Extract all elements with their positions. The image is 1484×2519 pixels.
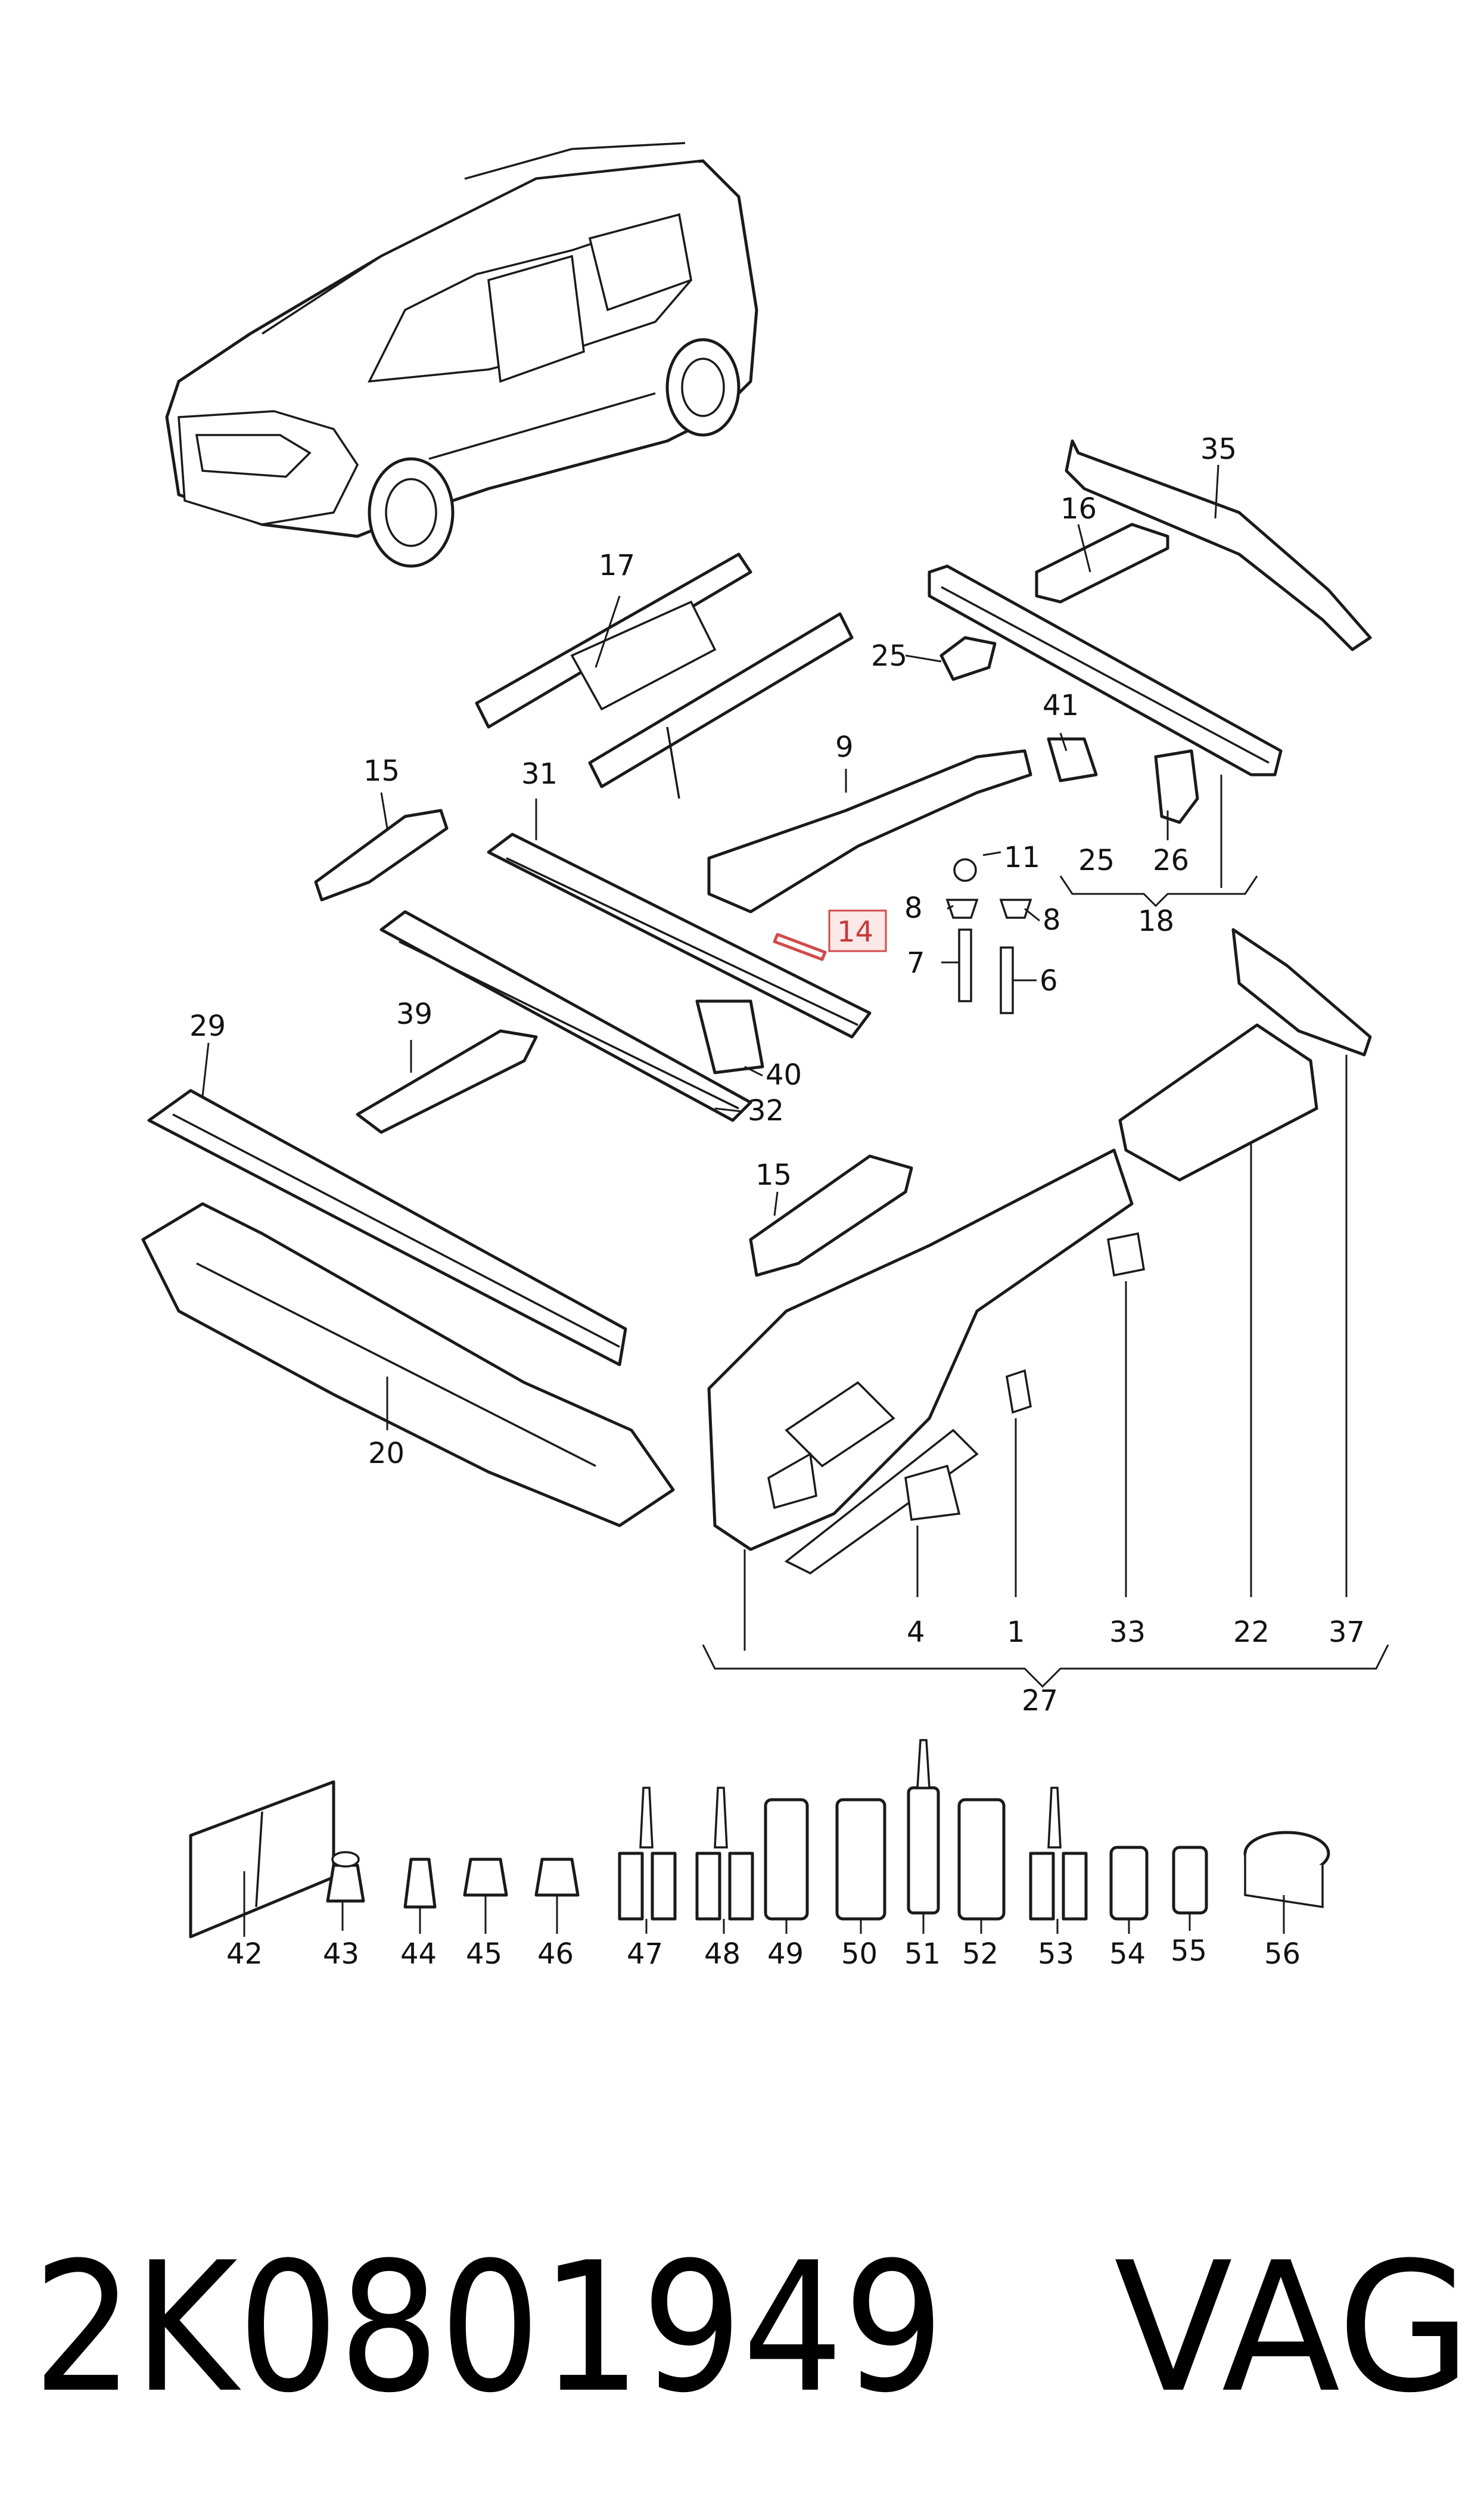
label-55: 55 <box>1171 1934 1207 1968</box>
label-4: 4 <box>907 1616 925 1649</box>
label-7: 7 <box>907 946 925 980</box>
vehicle-illustration <box>165 142 758 568</box>
label-32: 32 <box>748 1094 784 1128</box>
brand-name: VAG <box>1114 2224 1471 2432</box>
label-42: 42 <box>226 1937 263 1971</box>
label-39: 39 <box>396 998 433 1031</box>
label-56: 56 <box>1264 1937 1301 1971</box>
label-26: 26 <box>1153 844 1189 877</box>
label-35: 35 <box>1200 433 1237 466</box>
consumables-row <box>189 1739 1330 1939</box>
label-17: 17 <box>599 549 635 582</box>
label-50: 50 <box>841 1937 878 1971</box>
label-37: 37 <box>1329 1616 1365 1649</box>
label-16: 16 <box>1060 492 1097 526</box>
label-8b: 8 <box>1043 903 1061 937</box>
label-47: 47 <box>627 1937 663 1971</box>
label-44: 44 <box>400 1937 437 1971</box>
label-15a: 15 <box>363 754 400 788</box>
label-49: 49 <box>767 1937 804 1971</box>
label-52: 52 <box>962 1937 998 1971</box>
label-40: 40 <box>766 1058 802 1092</box>
label-18: 18 <box>1138 905 1174 938</box>
part-labels: 35 16 17 25 41 9 15 31 11 25 26 8 8 18 1… <box>189 433 1365 1971</box>
highlight-box-14 <box>828 909 887 952</box>
label-27: 27 <box>1022 1684 1058 1717</box>
label-9: 9 <box>835 731 854 764</box>
label-53: 53 <box>1038 1937 1074 1971</box>
label-29: 29 <box>189 1010 226 1043</box>
label-11: 11 <box>1004 841 1040 874</box>
label-20: 20 <box>368 1437 405 1470</box>
label-54: 54 <box>1109 1937 1146 1971</box>
label-51: 51 <box>904 1937 941 1971</box>
label-6: 6 <box>1040 964 1058 998</box>
label-46: 46 <box>537 1937 574 1971</box>
label-43: 43 <box>323 1937 359 1971</box>
label-25a: 25 <box>871 639 907 673</box>
label-14: 14 <box>837 915 873 949</box>
part-shapes <box>141 439 1372 1575</box>
label-8a: 8 <box>904 892 923 925</box>
label-41: 41 <box>1043 689 1079 722</box>
label-48: 48 <box>704 1937 741 1971</box>
label-45: 45 <box>466 1937 502 1971</box>
footer: 2K0801949 VAG <box>33 2224 1471 2432</box>
part-number: 2K0801949 <box>33 2224 944 2432</box>
label-25b: 25 <box>1078 844 1115 877</box>
label-22: 22 <box>1233 1616 1270 1649</box>
label-1: 1 <box>1007 1616 1025 1649</box>
label-33: 33 <box>1109 1616 1146 1649</box>
label-15b: 15 <box>755 1158 792 1192</box>
leader-lines <box>201 464 1389 1937</box>
label-31: 31 <box>521 757 558 791</box>
